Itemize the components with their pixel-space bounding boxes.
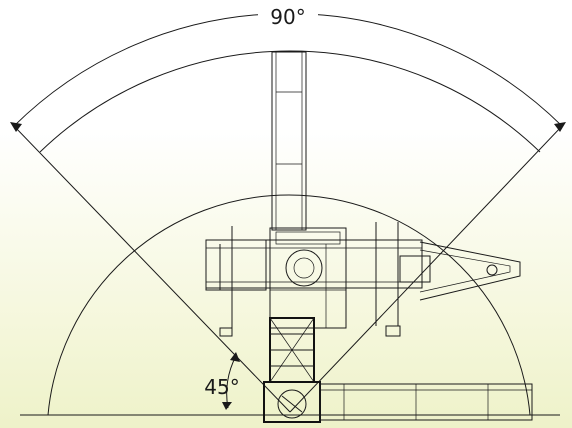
central-machine: [269, 227, 347, 329]
angle-90-label: 90°: [270, 5, 305, 29]
outer-dimension-arc: [13, 13, 563, 127]
angle-45-label: 45°: [204, 375, 239, 399]
label-90-background: [258, 4, 318, 28]
second-arc: [39, 50, 541, 153]
mast-tower: [269, 317, 315, 383]
right-truss-arm: [399, 241, 521, 301]
dimension-arrows: [10, 122, 566, 132]
base-assembly: [263, 381, 533, 423]
angle-45-dimension: 45°: [204, 352, 240, 410]
angle-boundary-lines: [13, 125, 563, 413]
inner-arc: [47, 194, 531, 416]
vertical-boom: [271, 51, 307, 231]
horizontal-conveyor: [205, 222, 423, 337]
right-45-line: [289, 125, 563, 413]
swing-arcs: [13, 13, 563, 416]
left-45-line: [13, 125, 291, 413]
